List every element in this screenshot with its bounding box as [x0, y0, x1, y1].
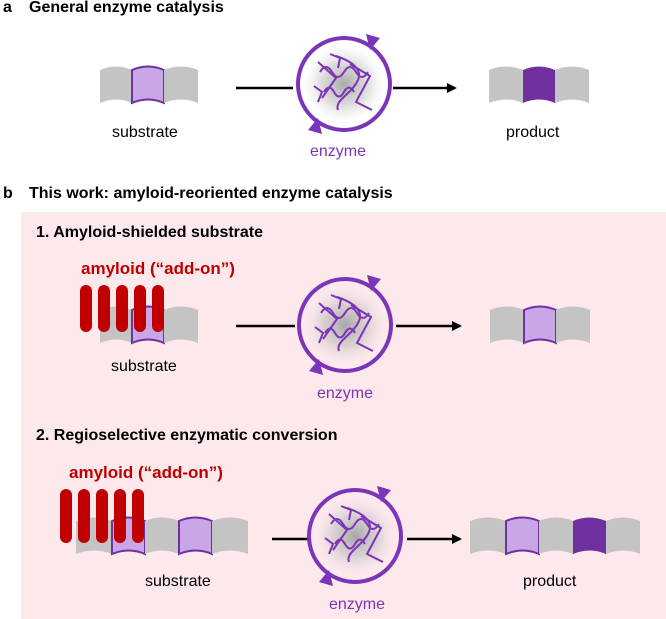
- panel-a-substrate-strand: [100, 65, 198, 105]
- scenario-1-amyloid-fibrils: [80, 285, 164, 332]
- scenario-1-enzyme-label: enzyme: [317, 385, 374, 402]
- panel-a-product-label: product: [506, 124, 560, 141]
- scenario-2-product-label: product: [523, 573, 577, 590]
- panel-a-title: General enzyme catalysis: [29, 0, 224, 16]
- panel-a-letter: a: [3, 0, 12, 16]
- scenario-2-enzyme-icon: [307, 484, 403, 588]
- scenario-1-substrate-label: substrate: [111, 358, 177, 375]
- scenario-1-amyloid-label: amyloid (“add-on”): [81, 259, 235, 278]
- panel-a-substrate-label: substrate: [112, 124, 178, 141]
- panel-b-title: This work: amyloid-reoriented enzyme cat…: [29, 185, 393, 202]
- scenario-2-amyloid-fibrils: [60, 489, 144, 543]
- scenario-2-title: 2. Regioselective enzymatic conversion: [36, 427, 338, 444]
- panel-a-enzyme-icon: [296, 32, 392, 136]
- panel-b-letter: b: [3, 185, 13, 202]
- panel-a-product-strand: [489, 66, 589, 103]
- panel-a-enzyme-label: enzyme: [310, 143, 367, 160]
- scenario-2-substrate-label: substrate: [145, 573, 211, 590]
- scenario-1-substrate-strand: [100, 305, 198, 345]
- scenario-2-enzyme-label: enzyme: [329, 596, 386, 613]
- scenario-1-product-strand: [490, 305, 590, 345]
- scenario-1-enzyme-icon: [297, 273, 393, 377]
- scenario-2-amyloid-label: amyloid (“add-on”): [69, 463, 223, 482]
- scenario-2-product-strand: [470, 516, 640, 556]
- scenario-1-title: 1. Amyloid-shielded substrate: [36, 224, 264, 241]
- scenario-2-substrate-strand: [76, 516, 248, 556]
